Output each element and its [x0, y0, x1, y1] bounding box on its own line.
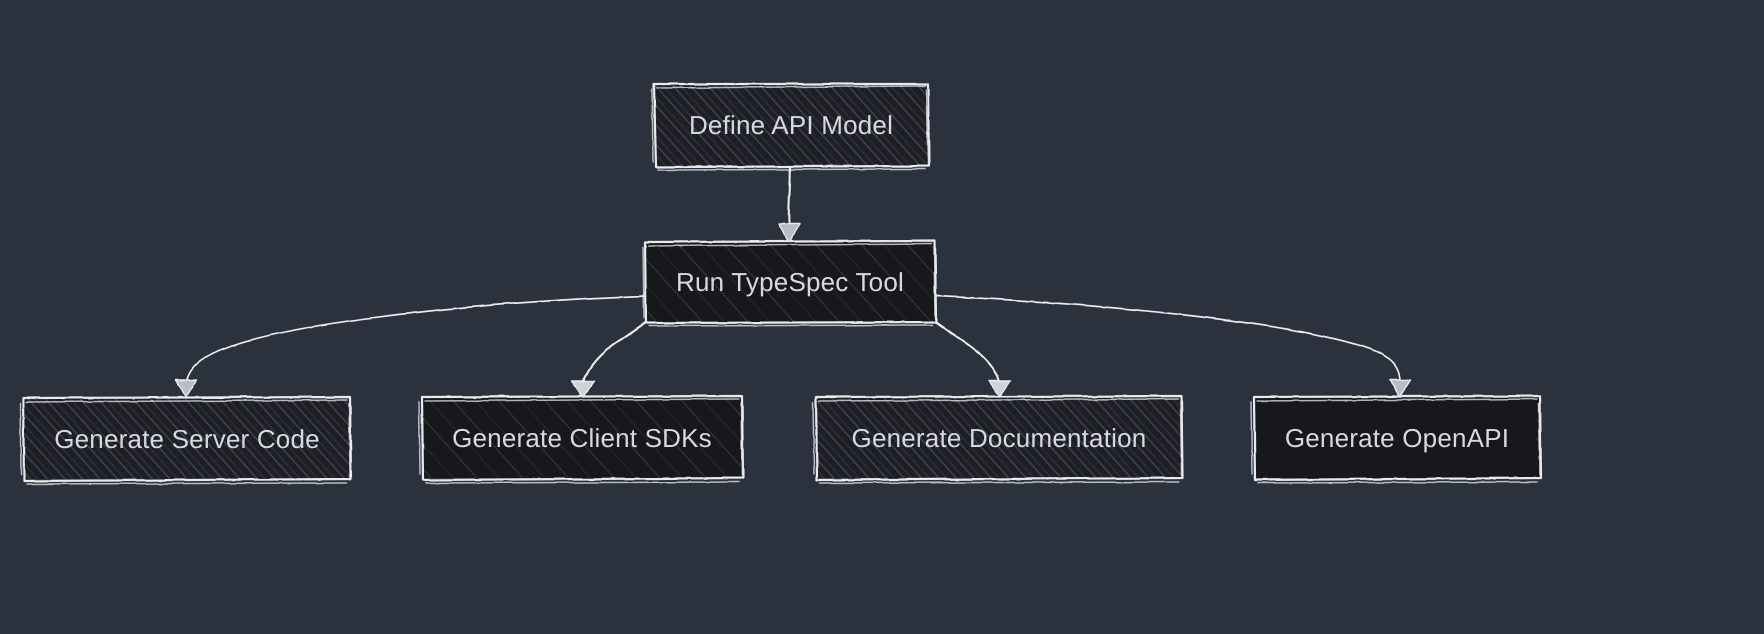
node-layer [19, 82, 1543, 485]
node-generate-documentation[interactable] [812, 394, 1185, 484]
arrowhead-to-server-code [175, 379, 198, 398]
edge-run-to-openapi [935, 295, 1401, 383]
edge-run-to-client [581, 320, 648, 386]
arrowhead-to-client-sdks [571, 380, 595, 398]
arrowhead-layer [175, 223, 1412, 398]
arrowhead-to-run-typespec [778, 223, 801, 243]
arrowhead-to-documentation [988, 380, 1012, 398]
node-generate-server-code[interactable] [19, 395, 353, 485]
arrowhead-to-openapi [1389, 379, 1412, 398]
node-run-typespec-tool[interactable] [642, 239, 938, 327]
node-generate-openapi[interactable] [1250, 394, 1543, 484]
edge-define-to-run [787, 166, 792, 224]
node-define-api-model[interactable] [651, 82, 931, 171]
edge-run-to-docs [934, 320, 1002, 386]
edge-run-to-server [185, 295, 647, 383]
node-generate-client-sdks[interactable] [418, 394, 745, 484]
